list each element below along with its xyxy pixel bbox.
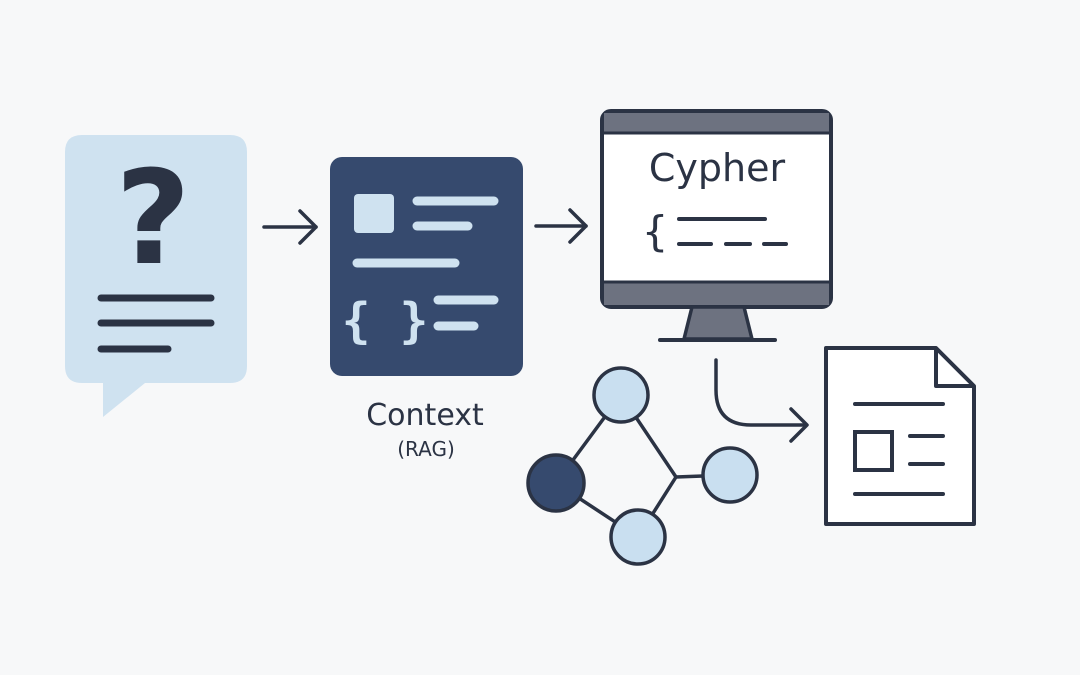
graph-node-top	[592, 366, 650, 424]
context-label: Context	[366, 398, 484, 433]
cypher-label: Cypher	[649, 146, 786, 190]
code-braces-icon: { }	[342, 293, 429, 349]
monitor-bottom-bar	[604, 282, 829, 305]
context-document-icon: { }	[330, 157, 523, 376]
graph-node-right	[701, 446, 759, 504]
graph-node-dark	[526, 453, 586, 513]
curved-arrow-icon	[714, 358, 809, 443]
doc-image-block	[853, 430, 894, 472]
arrow-right-icon	[534, 208, 588, 244]
question-bubble: ?	[65, 135, 247, 417]
result-document-fold	[934, 348, 974, 388]
arrow-right-icon	[262, 209, 318, 245]
monitor-top-bar	[604, 113, 829, 133]
context-sublabel: (RAG)	[397, 437, 455, 461]
monitor-stand	[682, 305, 754, 341]
question-icon: ?	[115, 142, 190, 294]
cypher-brace: {	[642, 207, 667, 256]
graph-node-bottom	[609, 508, 667, 566]
context-image-block	[354, 194, 394, 233]
monitor-frame	[600, 109, 833, 309]
result-document-icon	[824, 346, 976, 526]
graph-icon	[526, 366, 759, 566]
result-document-page	[824, 346, 976, 526]
monitor-icon: Cypher {	[600, 109, 833, 342]
